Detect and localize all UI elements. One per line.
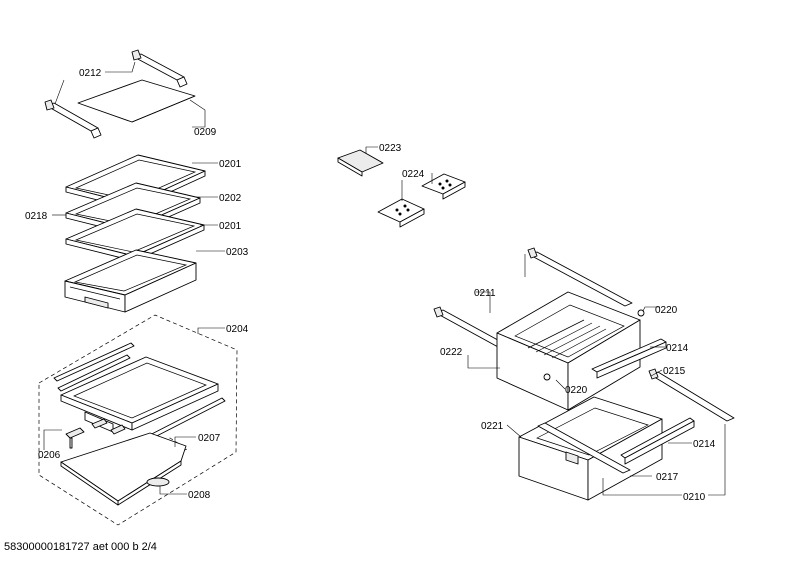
rail-0212-rear — [131, 49, 188, 88]
exploded-parts-diagram: 0212 0209 0201 0202 0218 0201 0203 0204 … — [25, 49, 735, 526]
label-0220-lower: 0220 — [565, 385, 588, 396]
tray-0224-b — [377, 198, 425, 228]
part-labels: 0212 0209 0201 0202 0218 0201 0203 0204 … — [25, 68, 716, 503]
label-0208: 0208 — [188, 490, 211, 501]
label-0210: 0210 — [683, 492, 706, 503]
label-0212: 0212 — [79, 68, 102, 79]
label-0217: 0217 — [656, 472, 679, 483]
label-0211: 0211 — [474, 288, 496, 299]
label-0222: 0222 — [440, 347, 463, 358]
label-0201-lower: 0201 — [219, 221, 242, 232]
divider-0214-upper — [591, 338, 667, 379]
fastener-0220-lower — [543, 373, 551, 381]
rail-0217 — [537, 422, 631, 474]
group-outline-0204 — [38, 314, 238, 526]
label-0206: 0206 — [38, 450, 61, 461]
divider-0214-lower — [620, 417, 695, 465]
shelf-frame-0203 — [64, 249, 197, 313]
tray-0224-a — [421, 173, 466, 200]
label-0201-top: 0201 — [219, 159, 242, 170]
label-0202: 0202 — [219, 193, 242, 204]
fastener-0220-upper — [637, 309, 645, 317]
label-0215: 0215 — [663, 366, 686, 377]
rail-0211-rear — [527, 247, 633, 307]
leader-lines — [43, 61, 726, 496]
label-0204: 0204 — [226, 324, 249, 335]
clips-0206 — [65, 418, 126, 449]
label-0207: 0207 — [198, 433, 221, 444]
glass-plate-0209 — [77, 79, 196, 123]
label-0203: 0203 — [226, 247, 249, 258]
label-0218: 0218 — [25, 211, 48, 222]
rail-0212-front — [44, 99, 102, 139]
label-0221: 0221 — [481, 421, 504, 432]
rail-0215 — [648, 368, 735, 422]
label-0214-upper: 0214 — [666, 343, 689, 354]
shelf-0201-lower — [65, 208, 205, 262]
document-footer: 58300000181727 aet 000 b 2/4 — [4, 541, 157, 553]
label-0224: 0224 — [402, 169, 425, 180]
label-0214-lower: 0214 — [693, 439, 716, 450]
lower-drawer-0221 — [518, 396, 663, 501]
label-0209: 0209 — [194, 127, 217, 138]
tray-0223 — [337, 149, 384, 177]
label-0220-upper: 0220 — [655, 305, 678, 316]
label-0223: 0223 — [379, 143, 402, 154]
cover-plate-0208 — [60, 432, 187, 506]
